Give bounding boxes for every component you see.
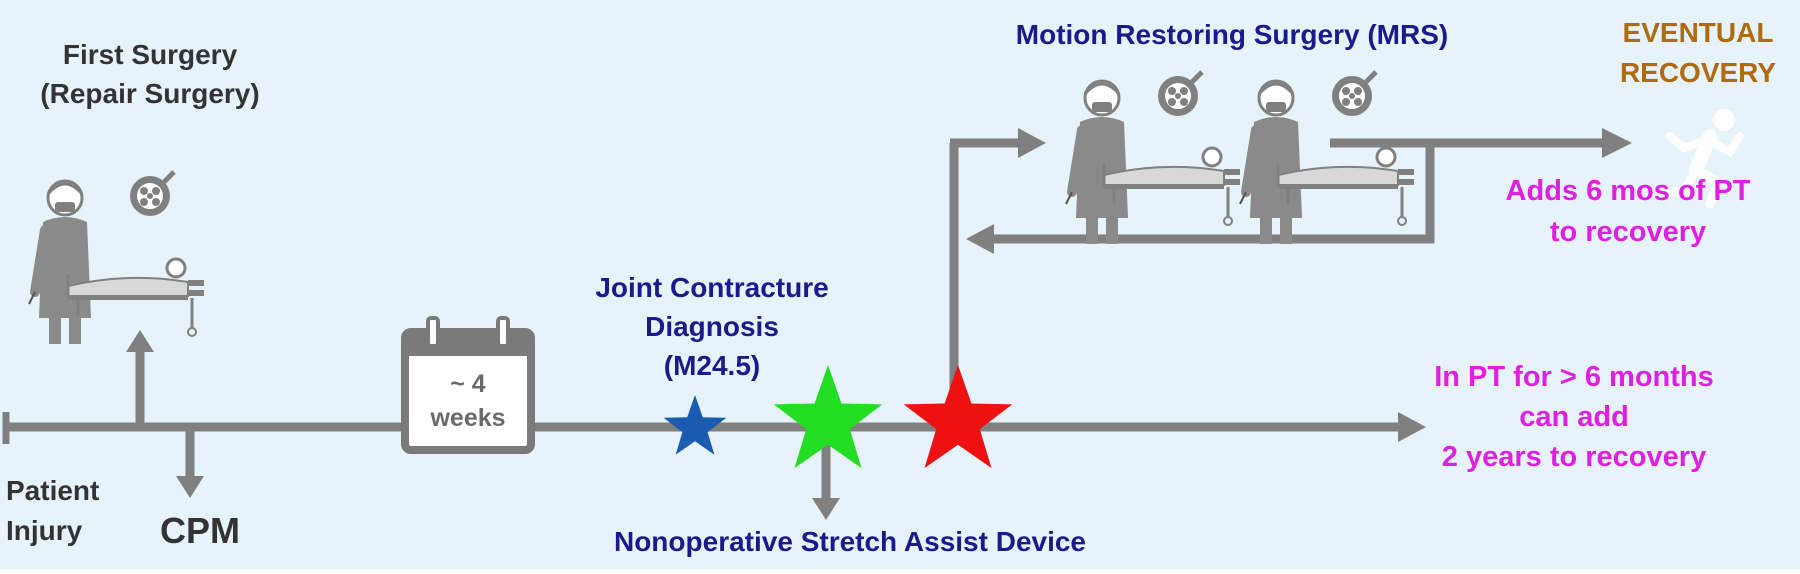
running-person-icon [1659,109,1744,209]
down-arrow-device [812,440,840,520]
patient-injury-line1: Patient [6,475,99,506]
diagnosis-line3: (M24.5) [664,350,760,381]
mrs-note-line1: Adds 6 mos of PT [1506,175,1751,207]
pt-note-line3: 2 years to recovery [1442,441,1706,473]
down-arrow-cpm [176,430,204,498]
pt-note-line2: can add [1519,401,1629,433]
patient-injury-line2: Injury [6,515,83,546]
up-arrow-first-surgery [126,330,154,423]
cpm-label: CPM [160,510,240,551]
diagnosis-line1: Joint Contracture [595,272,828,303]
eventual-recovery-line2: RECOVERY [1620,57,1776,88]
mrs-branch-arrow [949,128,1046,420]
eventual-recovery-line1: EVENTUAL [1623,17,1774,48]
mrs-loop-back-arrow [966,143,1435,254]
calendar-icon: ~ 4 weeks [401,316,535,454]
mrs-to-recovery-arrow [1330,128,1632,158]
diagnosis-line2: Diagnosis [645,311,779,342]
calendar-text-line1: ~ 4 [450,370,486,398]
mrs-note-line2: to recovery [1550,216,1706,248]
pt-note-line1: In PT for > 6 months [1434,361,1714,393]
device-label: Nonoperative Stretch Assist Device [614,526,1086,557]
first-surgery-title: First Surgery [63,39,238,70]
calendar-text-line2: weeks [429,404,505,432]
mrs-label: Motion Restoring Surgery (MRS) [1016,19,1448,50]
first-surgery-subtitle: (Repair Surgery) [40,78,259,109]
